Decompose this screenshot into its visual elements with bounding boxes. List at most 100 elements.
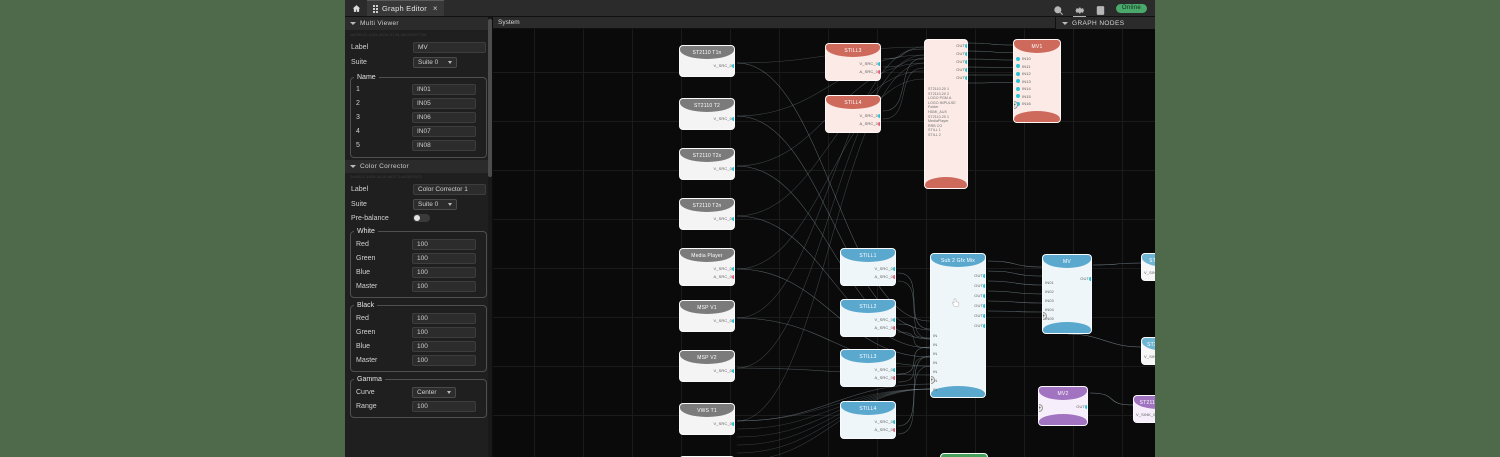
routing-source-item[interactable]: LOGO PGM A xyxy=(928,96,952,101)
node-output-port[interactable]: V_SRC_0 xyxy=(714,63,734,68)
port-dot[interactable] xyxy=(893,376,895,380)
routing-source-item[interactable]: MediaPlayer xyxy=(928,119,949,124)
node-output-port[interactable]: V_SRC_0 xyxy=(875,266,895,271)
port-dot[interactable] xyxy=(983,314,985,318)
port-dot[interactable] xyxy=(983,284,985,288)
node-input-port[interactable]: V_SINK_0 xyxy=(1134,412,1155,417)
port-dot[interactable] xyxy=(732,217,734,221)
name-input[interactable]: IN05 xyxy=(412,98,476,109)
routing-source-item[interactable]: LOGO IMPULSE xyxy=(928,100,956,105)
node-output-port[interactable]: V_SRC_0 xyxy=(860,61,880,66)
node-output-port[interactable]: A_SRC_0 xyxy=(875,375,895,380)
tab-graph-editor[interactable]: Graph Editor × xyxy=(367,0,444,16)
white-blue-input[interactable]: 100 xyxy=(412,266,476,278)
gamma-range-input[interactable]: 100 xyxy=(412,400,476,412)
port-dot[interactable] xyxy=(930,361,931,365)
multiviewer-label-input[interactable]: MV xyxy=(413,41,486,53)
port-dot[interactable] xyxy=(893,275,895,279)
port-dot[interactable] xyxy=(930,388,931,392)
port-dot[interactable] xyxy=(1016,94,1020,98)
panel-layout-icon[interactable] xyxy=(1095,3,1106,15)
node-output-port[interactable]: A_SRC_0 xyxy=(875,325,895,330)
node-output-port[interactable]: OUT xyxy=(1076,404,1087,409)
port-dot[interactable] xyxy=(1016,86,1020,91)
port-dot[interactable] xyxy=(878,70,880,74)
node-output-port[interactable]: V_SRC_0 xyxy=(875,317,895,322)
port-dot[interactable] xyxy=(1042,281,1043,285)
port-dot[interactable] xyxy=(878,62,880,66)
multiviewer-suite-select[interactable]: Suite 0 xyxy=(413,56,457,68)
routing-source-item[interactable]: HDMI_AUX xyxy=(928,109,947,114)
port-dot[interactable] xyxy=(1016,101,1020,106)
node-input-port[interactable]: IN xyxy=(930,387,937,392)
node-input-port[interactable]: V_SINK_0 xyxy=(1141,354,1155,359)
node-input-port[interactable]: IN03 xyxy=(1043,298,1054,303)
port-dot[interactable] xyxy=(732,422,734,426)
node-output-port[interactable]: V_SRC_0 xyxy=(860,113,880,118)
port-dot[interactable] xyxy=(930,352,931,356)
name-input[interactable]: IN07 xyxy=(412,126,476,137)
node-output-port[interactable]: V_SRC_0 xyxy=(714,368,734,373)
port-dot[interactable] xyxy=(930,397,931,399)
add-port-button[interactable]: + xyxy=(1014,101,1018,109)
port-dot[interactable] xyxy=(965,44,967,48)
node-input-port[interactable]: IN05 xyxy=(1043,316,1054,321)
node-input-port[interactable]: IN04 xyxy=(1042,307,1054,312)
port-dot[interactable] xyxy=(893,318,895,322)
port-dot[interactable] xyxy=(732,369,734,373)
node-input-port[interactable]: IN14 xyxy=(1016,86,1031,91)
node-input-port[interactable]: IN xyxy=(930,396,937,399)
port-dot[interactable] xyxy=(732,275,734,279)
port-dot[interactable] xyxy=(983,274,985,278)
sink-node[interactable]: ST2110-20 MVV_SINK_0 xyxy=(1141,253,1155,281)
port-dot[interactable] xyxy=(1016,56,1020,61)
node-output-port[interactable]: OUT xyxy=(1080,276,1091,281)
port-dot[interactable] xyxy=(1141,271,1142,275)
node-output-port[interactable]: A_SRC_0 xyxy=(860,121,880,126)
node-input-port[interactable]: IN13 xyxy=(1016,79,1031,84)
port-dot[interactable] xyxy=(930,370,931,374)
node-output-port[interactable]: A_SRC_0 xyxy=(875,274,895,279)
node-output-port[interactable]: V_SRC_0 xyxy=(875,419,895,424)
port-dot[interactable] xyxy=(1141,355,1142,359)
node-input-port[interactable]: IN10 xyxy=(1016,56,1031,61)
node-input-port[interactable]: IN xyxy=(931,342,937,347)
node-output-port[interactable]: OUT xyxy=(974,313,985,318)
routing-source-item[interactable]: STILL 1 xyxy=(928,128,941,133)
port-dot[interactable] xyxy=(732,117,734,121)
node-output-port[interactable]: V_SRC_0 xyxy=(875,367,895,372)
port-dot[interactable] xyxy=(1042,290,1043,294)
node-input-port[interactable]: IN15 xyxy=(1016,94,1031,99)
black-green-input[interactable]: 100 xyxy=(412,326,476,338)
node-input-port[interactable]: IN xyxy=(930,369,937,374)
name-input[interactable]: IN06 xyxy=(412,112,476,123)
node-output-port[interactable]: OUT xyxy=(956,67,967,72)
node-input-port[interactable]: IN12 xyxy=(1016,71,1031,76)
node-output-port[interactable]: A_SRC_0 xyxy=(860,69,880,74)
routing-source-item[interactable]: ST2110-20 1 xyxy=(928,114,950,119)
routing-source-item[interactable]: RRB CG xyxy=(928,123,943,128)
name-input[interactable]: IN08 xyxy=(412,140,476,151)
node-output-port[interactable]: OUT xyxy=(956,75,967,80)
properties-scrollbar[interactable] xyxy=(488,17,492,457)
port-dot[interactable] xyxy=(893,428,895,432)
gamma-curve-select[interactable]: Center xyxy=(412,386,456,398)
node-output-port[interactable]: OUT xyxy=(956,51,967,56)
node-output-port[interactable]: OUT xyxy=(974,323,985,328)
port-dot[interactable] xyxy=(878,122,880,126)
cc-label-input[interactable]: Color Corrector 1 xyxy=(413,184,486,195)
port-dot[interactable] xyxy=(1042,308,1043,312)
node-output-port[interactable]: V_SRC_0 xyxy=(714,421,734,426)
node-input-port[interactable]: IN01 xyxy=(1042,280,1054,285)
